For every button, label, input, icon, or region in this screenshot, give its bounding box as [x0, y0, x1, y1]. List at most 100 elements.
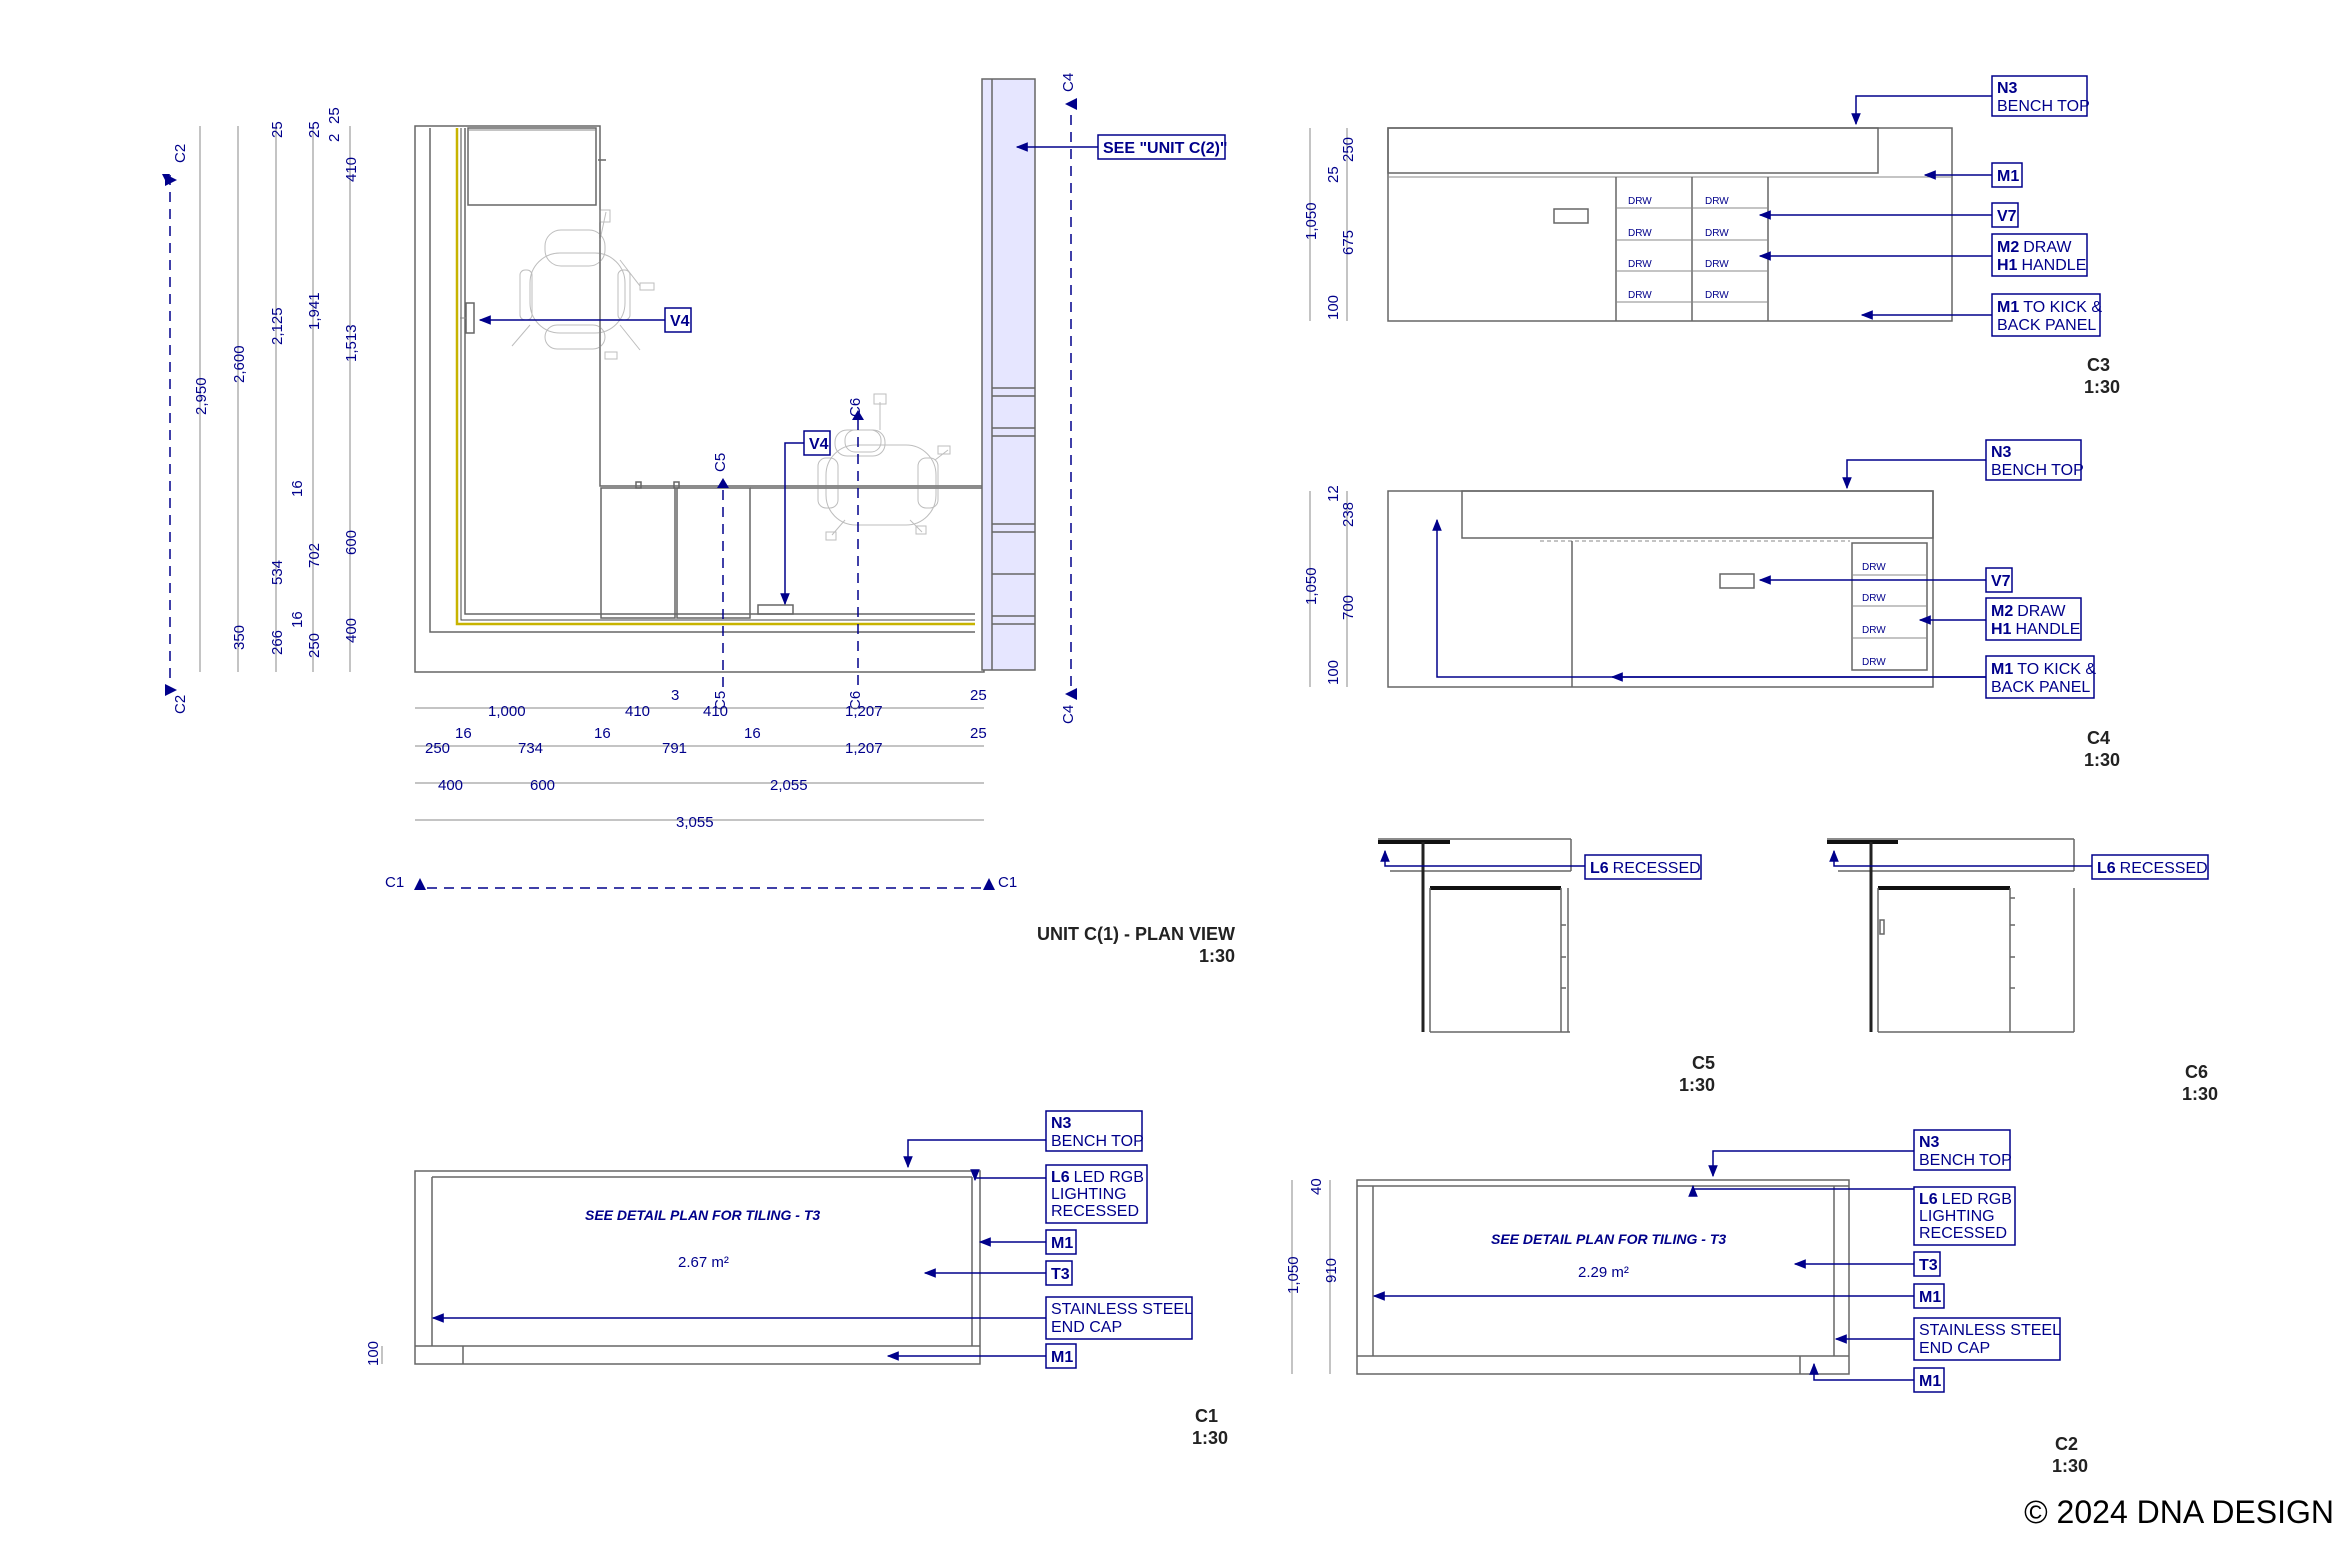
c4-tag-n3-code: N3: [1991, 444, 2012, 461]
see-unit-c2-tag[interactable]: [1097, 134, 1226, 160]
plan-tag-v4-text: V4: [670, 313, 690, 330]
c3-scale: 1:30: [2084, 377, 2120, 397]
dim-16: 16: [289, 611, 306, 628]
c3-tag-m1[interactable]: [1991, 162, 2023, 188]
dim-250: 250: [306, 633, 323, 658]
c2-tag-m1[interactable]: [1913, 1283, 1945, 1309]
plan-tag-v4[interactable]: [803, 430, 831, 456]
dim-25: 25: [269, 121, 286, 138]
c4-tag-m1-kick[interactable]: [1985, 655, 2095, 699]
c1-tag-n3[interactable]: [1045, 1110, 1143, 1152]
dim-702: 702: [306, 543, 323, 568]
c1-tag-m1-code: M1: [1051, 1349, 1073, 1366]
c2-tag-n3[interactable]: [1913, 1129, 2011, 1171]
dim-1050: 1,050: [1303, 202, 1320, 240]
c6-title: C6: [2185, 1062, 2208, 1082]
c3-tag-m2-h1[interactable]: [1991, 233, 2088, 277]
c2-tag-end-cap-line2: END CAP: [1919, 1340, 1990, 1357]
c3-tag-m1-code: M1: [1997, 168, 2019, 185]
c1-tag-end-cap[interactable]: [1045, 1296, 1193, 1340]
dim-2055: 2,055: [770, 777, 808, 794]
c1-tag-l6[interactable]: [1045, 1164, 1148, 1224]
c6-tag-l6[interactable]: [2091, 854, 2209, 880]
dim-16: 16: [744, 725, 761, 742]
drawer-label: DRW: [1705, 259, 1729, 270]
dim-2125: 2,125: [269, 307, 286, 345]
dim-410: 410: [703, 703, 728, 720]
c2-tag-end-cap[interactable]: [1913, 1317, 2061, 1361]
dim-16: 16: [455, 725, 472, 742]
section-c5-label: C5: [712, 691, 729, 710]
dim-250: 250: [425, 740, 450, 757]
dim-2: 2: [326, 134, 343, 142]
c4-tag-v7[interactable]: [1985, 567, 2013, 593]
c2-area: 2.29 m²: [1578, 1264, 1629, 1281]
c1-tiling-note: SEE DETAIL PLAN FOR TILING - T3: [585, 1207, 820, 1223]
dim-910: 910: [1323, 1258, 1340, 1283]
dim-2600: 2,600: [231, 345, 248, 383]
section-c2-label: C2: [172, 144, 189, 163]
c4-title: C4: [2087, 728, 2110, 748]
c2-title: C2: [2055, 1434, 2078, 1454]
dim-350: 350: [231, 625, 248, 650]
c4-tag-n3[interactable]: [1985, 439, 2082, 481]
c1-tag-t3-code: T3: [1051, 1266, 1070, 1283]
c1-tag-t3[interactable]: [1045, 1260, 1073, 1286]
dim-400: 400: [343, 618, 360, 643]
c1-title: C1: [1195, 1406, 1218, 1426]
dim-1207: 1,207: [845, 740, 883, 757]
plan-tag-v4[interactable]: [664, 307, 692, 333]
c2-tag-m1-code: M1: [1919, 1289, 1941, 1306]
dim-266: 266: [269, 630, 286, 655]
plan-scale: 1:30: [1199, 946, 1235, 966]
dim-3: 3: [671, 687, 679, 704]
see-unit-c2-text: SEE "UNIT C(2)": [1103, 140, 1228, 157]
section-c2-label: C2: [172, 695, 189, 714]
elevation-c3: DRW DRW DRW DRW DRW DRW DRW DRW 1,050 25…: [1303, 75, 2120, 397]
dim-25: 25: [326, 107, 343, 124]
c6-scale: 1:30: [2182, 1084, 2218, 1104]
dim-1050: 1,050: [1303, 567, 1320, 605]
c1-area: 2.67 m²: [678, 1254, 729, 1271]
c1-tag-m1[interactable]: [1045, 1229, 1077, 1255]
dim-700: 700: [1340, 595, 1357, 620]
dim-1513: 1,513: [343, 324, 360, 362]
c2-tag-t3[interactable]: [1913, 1251, 1941, 1277]
c3-tag-m1-kick[interactable]: [1991, 293, 2101, 337]
c1-tag-n3-code: N3: [1051, 1115, 1072, 1132]
c3-tag-v7[interactable]: [1991, 202, 2019, 228]
c4-scale: 1:30: [2084, 750, 2120, 770]
drawer-label: DRW: [1862, 593, 1886, 604]
c3-tag-n3[interactable]: [1991, 75, 2088, 117]
drawer-label: DRW: [1705, 290, 1729, 301]
c4-tag-m2-h1[interactable]: [1985, 597, 2082, 641]
c5-tag-l6[interactable]: [1584, 854, 1702, 880]
plan-title: UNIT C(1) - PLAN VIEW: [1037, 924, 1235, 944]
section-c1-label: C1: [998, 874, 1017, 891]
dim-100: 100: [1325, 660, 1342, 685]
dim-25: 25: [970, 687, 987, 704]
c1-tag-m1[interactable]: [1045, 1343, 1077, 1369]
c2-tag-m1[interactable]: [1913, 1367, 1945, 1393]
dim-100: 100: [365, 1341, 382, 1366]
c2-tag-l6[interactable]: [1913, 1186, 2016, 1246]
section-c6-label: C6: [847, 398, 864, 417]
c4-tag-m1-kick-line2: BACK PANEL: [1991, 679, 2090, 696]
section-c4-label: C4: [1060, 705, 1077, 724]
c1-tag-end-cap-line2: END CAP: [1051, 1319, 1122, 1336]
c2-tag-l6-line2: LIGHTING: [1919, 1208, 1995, 1225]
c1-tag-l6-line3: RECESSED: [1051, 1203, 1139, 1220]
c1-tag-m1-code: M1: [1051, 1235, 1073, 1252]
dim-238: 238: [1340, 502, 1357, 527]
dim-3055: 3,055: [676, 814, 714, 831]
section-c6-label: C6: [847, 691, 864, 710]
dim-1000: 1,000: [488, 703, 526, 720]
plan-tag-v4-text: V4: [809, 436, 829, 453]
dim-2950: 2,950: [193, 377, 210, 415]
c2-tiling-note: SEE DETAIL PLAN FOR TILING - T3: [1491, 1231, 1726, 1247]
